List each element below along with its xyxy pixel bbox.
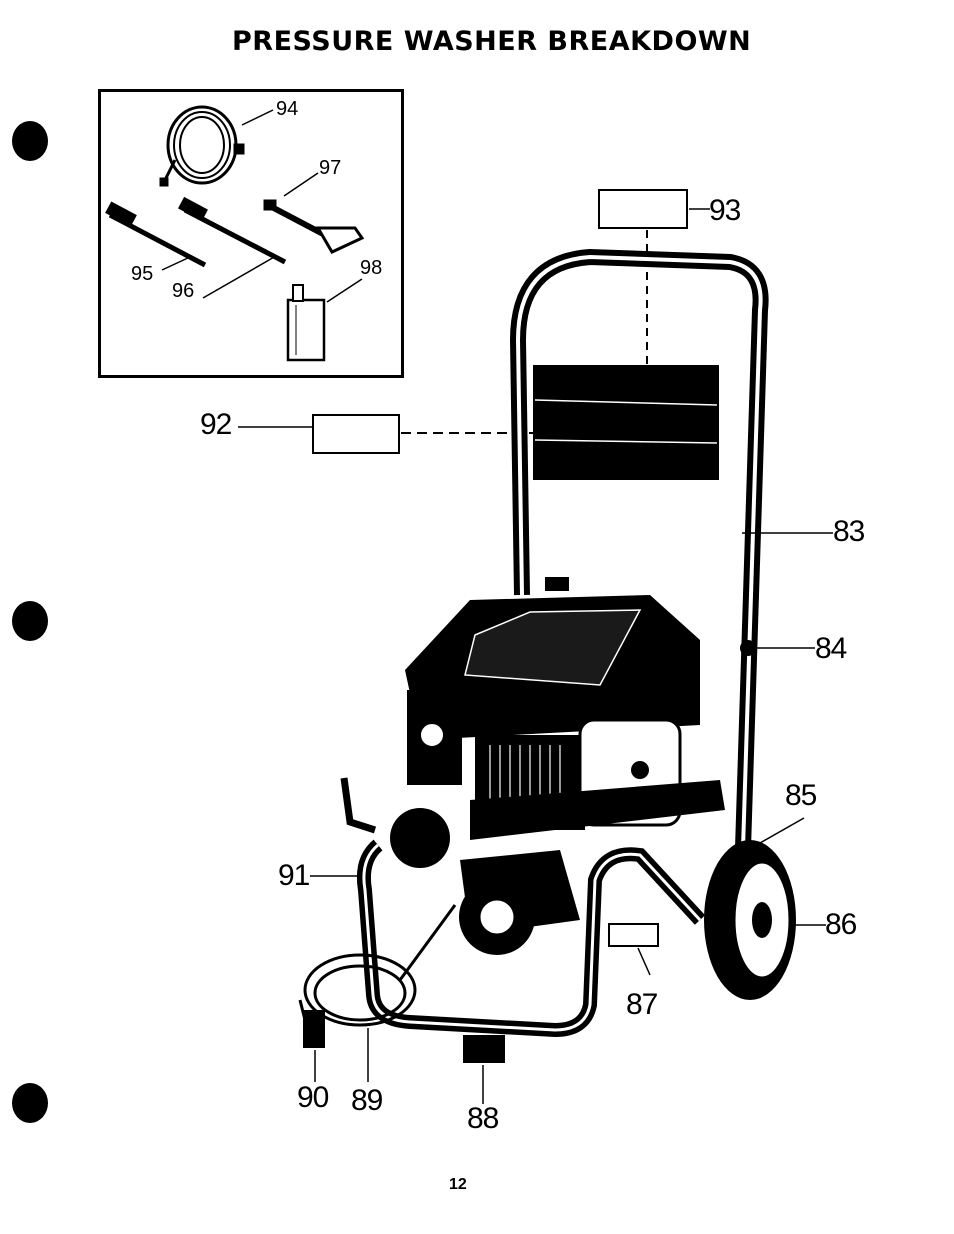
frame-knob-84 (740, 640, 756, 656)
binder-hole-bottom (12, 1083, 48, 1123)
pump-inlet-88 (463, 1035, 505, 1063)
callout-95: 95 (131, 263, 154, 285)
spray-gun-icon (263, 172, 365, 254)
spray-wand-icon (178, 196, 287, 299)
base-plate (470, 780, 725, 840)
callout-97: 97 (319, 157, 342, 179)
hose-fitting-90 (303, 1010, 325, 1048)
page-number: 12 (449, 1176, 467, 1193)
callout-89: 89 (351, 1084, 383, 1117)
handle-frame (509, 248, 769, 881)
bottle-icon (286, 278, 363, 362)
callout-93: 93 (709, 194, 741, 227)
callout-98: 98 (360, 257, 383, 279)
callout-85: 85 (785, 779, 817, 812)
callout-87: 87 (626, 988, 658, 1021)
callout-94: 94 (276, 98, 299, 120)
callout-84: 84 (815, 632, 847, 665)
callout-88: 88 (467, 1102, 499, 1135)
callout-96: 96 (172, 280, 195, 302)
callout-91: 91 (278, 859, 310, 892)
decal-92 (312, 414, 400, 454)
binder-hole-middle (12, 601, 48, 641)
callout-90: 90 (297, 1081, 329, 1114)
accessory-panel (98, 89, 404, 378)
callout-92: 92 (200, 408, 232, 441)
handle-panel (533, 365, 719, 480)
callout-86: 86 (825, 908, 857, 941)
binder-hole-top (12, 121, 48, 161)
decal-93 (598, 189, 688, 229)
coiled-hose-icon (159, 105, 274, 187)
decal-87 (608, 923, 659, 947)
page-title: PRESSURE WASHER BREAKDOWN (232, 26, 752, 57)
callout-83: 83 (833, 515, 865, 548)
wand-extension-icon (105, 201, 207, 271)
